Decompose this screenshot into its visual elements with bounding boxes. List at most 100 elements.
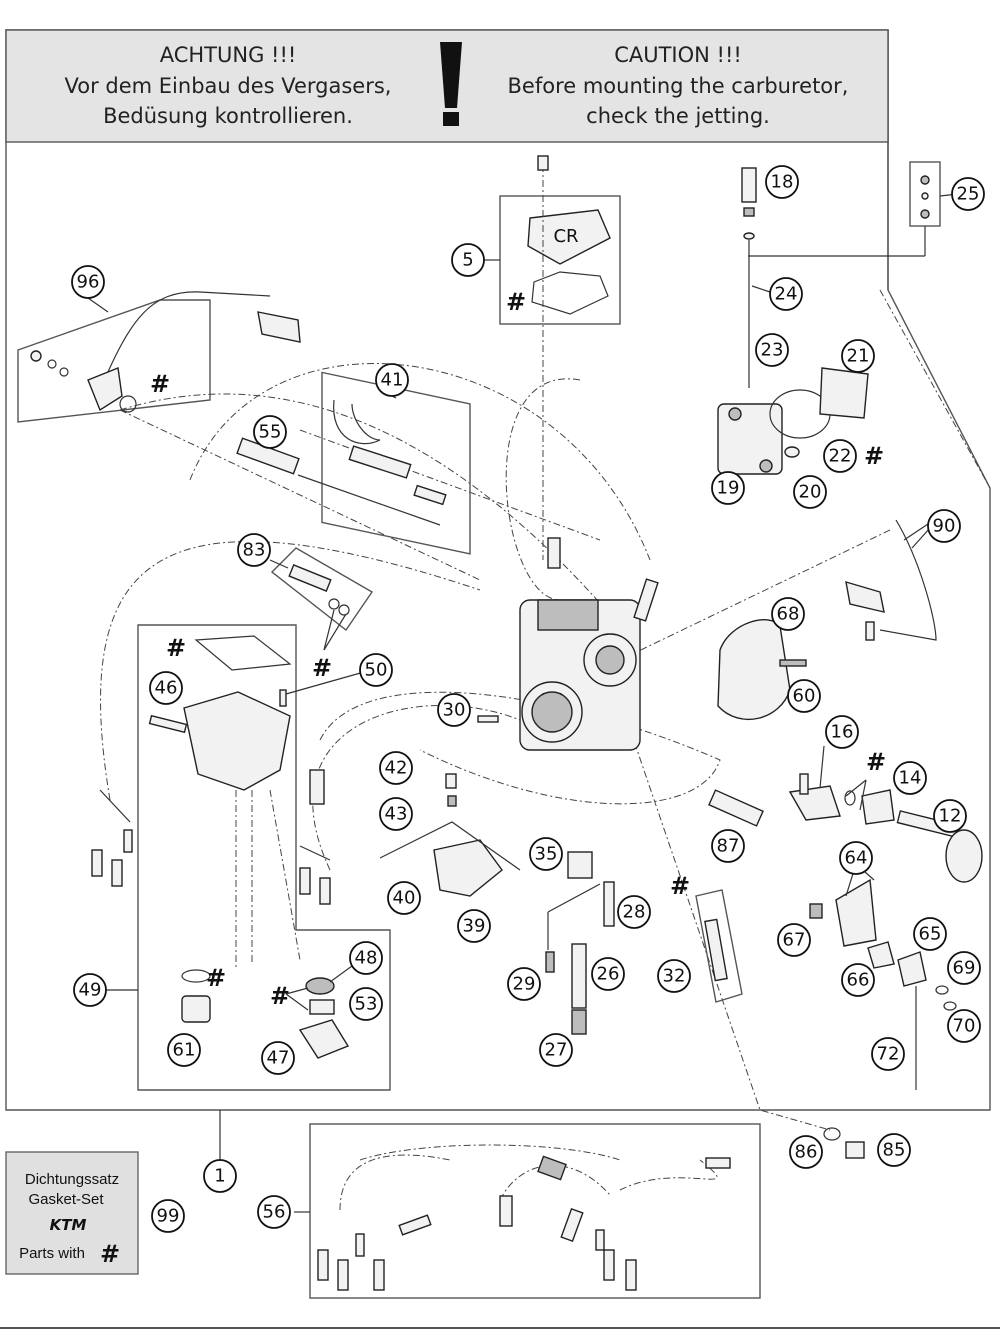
callout-32: 32 — [657, 959, 691, 993]
part-29 — [545, 951, 555, 973]
float-bowl-box — [137, 624, 391, 1091]
part-66-spring — [867, 941, 895, 969]
svg-text:24: 24 — [775, 284, 798, 305]
gasket-set-box: Dichtungssatz Gasket-Set KTM Parts with … — [5, 1151, 139, 1275]
svg-text:26: 26 — [597, 964, 620, 985]
part-27 — [571, 1009, 587, 1035]
part-70 — [943, 1001, 957, 1011]
part-86 — [823, 1127, 841, 1141]
callout-90: 90 — [927, 509, 961, 543]
svg-text:99: 99 — [157, 1206, 180, 1227]
svg-text:55: 55 — [259, 422, 282, 443]
callout-56: 56 — [257, 1195, 291, 1229]
svg-text:46: 46 — [155, 678, 178, 699]
part-67 — [809, 903, 823, 919]
part-64-lever — [835, 878, 877, 947]
callout-69: 69 — [947, 951, 981, 985]
callout-1: 1 — [203, 1159, 237, 1193]
hash-32: # — [670, 872, 690, 900]
callout-65: 65 — [913, 917, 947, 951]
svg-text:29: 29 — [513, 974, 536, 995]
gasket-hash: # — [100, 1240, 120, 1268]
callout-99: 99 — [151, 1199, 185, 1233]
part-26 — [571, 943, 587, 1009]
svg-text:19: 19 — [717, 478, 740, 499]
svg-text:23: 23 — [761, 340, 784, 361]
callout-28: 28 — [617, 895, 651, 929]
hash-5: # — [506, 288, 526, 316]
sensor-body — [87, 367, 123, 412]
callout-85: 85 — [877, 1133, 911, 1167]
callout-14: 14 — [893, 761, 927, 795]
callout-67: 67 — [777, 923, 811, 957]
svg-text:40: 40 — [393, 888, 416, 909]
callout-18: 18 — [765, 165, 799, 199]
svg-text:35: 35 — [535, 844, 558, 865]
svg-text:28: 28 — [623, 902, 646, 923]
ktm-logo: KTM — [50, 1216, 87, 1234]
callout-55: 55 — [253, 415, 287, 449]
callout-60: 60 — [787, 679, 821, 713]
part-87 — [708, 789, 764, 827]
sensor-box — [17, 299, 211, 423]
callout-22: 22 — [823, 439, 857, 473]
callout-70: 70 — [947, 1009, 981, 1043]
callout-39: 39 — [457, 909, 491, 943]
hash-61: # — [206, 964, 226, 992]
part-20 — [784, 446, 800, 458]
callout-20: 20 — [793, 475, 827, 509]
svg-text:25: 25 — [957, 184, 980, 205]
callout-16: 16 — [825, 715, 859, 749]
float-bowl — [183, 691, 291, 791]
part-19-float-chamber — [717, 403, 783, 475]
svg-text:87: 87 — [717, 836, 740, 857]
part-43 — [447, 795, 457, 807]
part-50 — [279, 689, 287, 707]
callout-87: 87 — [711, 829, 745, 863]
part-68-cover — [717, 619, 791, 721]
carburetor-body — [519, 537, 659, 751]
warning-en-title: CAUTION !!! — [614, 43, 742, 67]
callout-26: 26 — [591, 957, 625, 991]
callout-19: 19 — [711, 471, 745, 505]
gasket-line3: Parts with — [19, 1245, 85, 1262]
part-47 — [298, 1019, 350, 1059]
hash-bowl: # — [166, 634, 186, 662]
part-61 — [181, 995, 211, 1023]
svg-text:69: 69 — [953, 958, 976, 979]
svg-text:20: 20 — [799, 482, 822, 503]
svg-text:96: 96 — [77, 272, 100, 293]
part-16 — [788, 785, 841, 821]
svg-text:66: 66 — [847, 970, 870, 991]
gasket-line1: Dichtungssatz — [25, 1171, 119, 1188]
sensor-connector — [257, 311, 301, 343]
svg-text:22: 22 — [829, 446, 852, 467]
svg-text:32: 32 — [663, 966, 686, 987]
svg-text:14: 14 — [899, 768, 922, 789]
svg-text:68: 68 — [777, 604, 800, 625]
svg-text:60: 60 — [793, 686, 816, 707]
exclamation-icon — [440, 42, 462, 126]
svg-text:72: 72 — [877, 1044, 900, 1065]
part-28 — [603, 881, 615, 927]
part-65 — [897, 951, 927, 987]
callout-40: 40 — [387, 881, 421, 915]
callout-68: 68 — [771, 597, 805, 631]
callout-21: 21 — [841, 339, 875, 373]
svg-text:90: 90 — [933, 516, 956, 537]
svg-text:47: 47 — [267, 1048, 290, 1069]
svg-text:16: 16 — [831, 722, 854, 743]
callout-49: 49 — [73, 973, 107, 1007]
svg-text:27: 27 — [545, 1040, 568, 1061]
callout-24: 24 — [769, 277, 803, 311]
svg-text:85: 85 — [883, 1140, 906, 1161]
callout-72: 72 — [871, 1037, 905, 1071]
callout-29: 29 — [507, 967, 541, 1001]
callout-27: 27 — [539, 1033, 573, 1067]
callout-42: 42 — [379, 751, 413, 785]
part-40 — [433, 839, 503, 897]
callout-35: 35 — [529, 837, 563, 871]
hash-96: # — [150, 370, 170, 398]
part-12-throttle-cam — [945, 829, 983, 883]
callout-25: 25 — [951, 177, 985, 211]
